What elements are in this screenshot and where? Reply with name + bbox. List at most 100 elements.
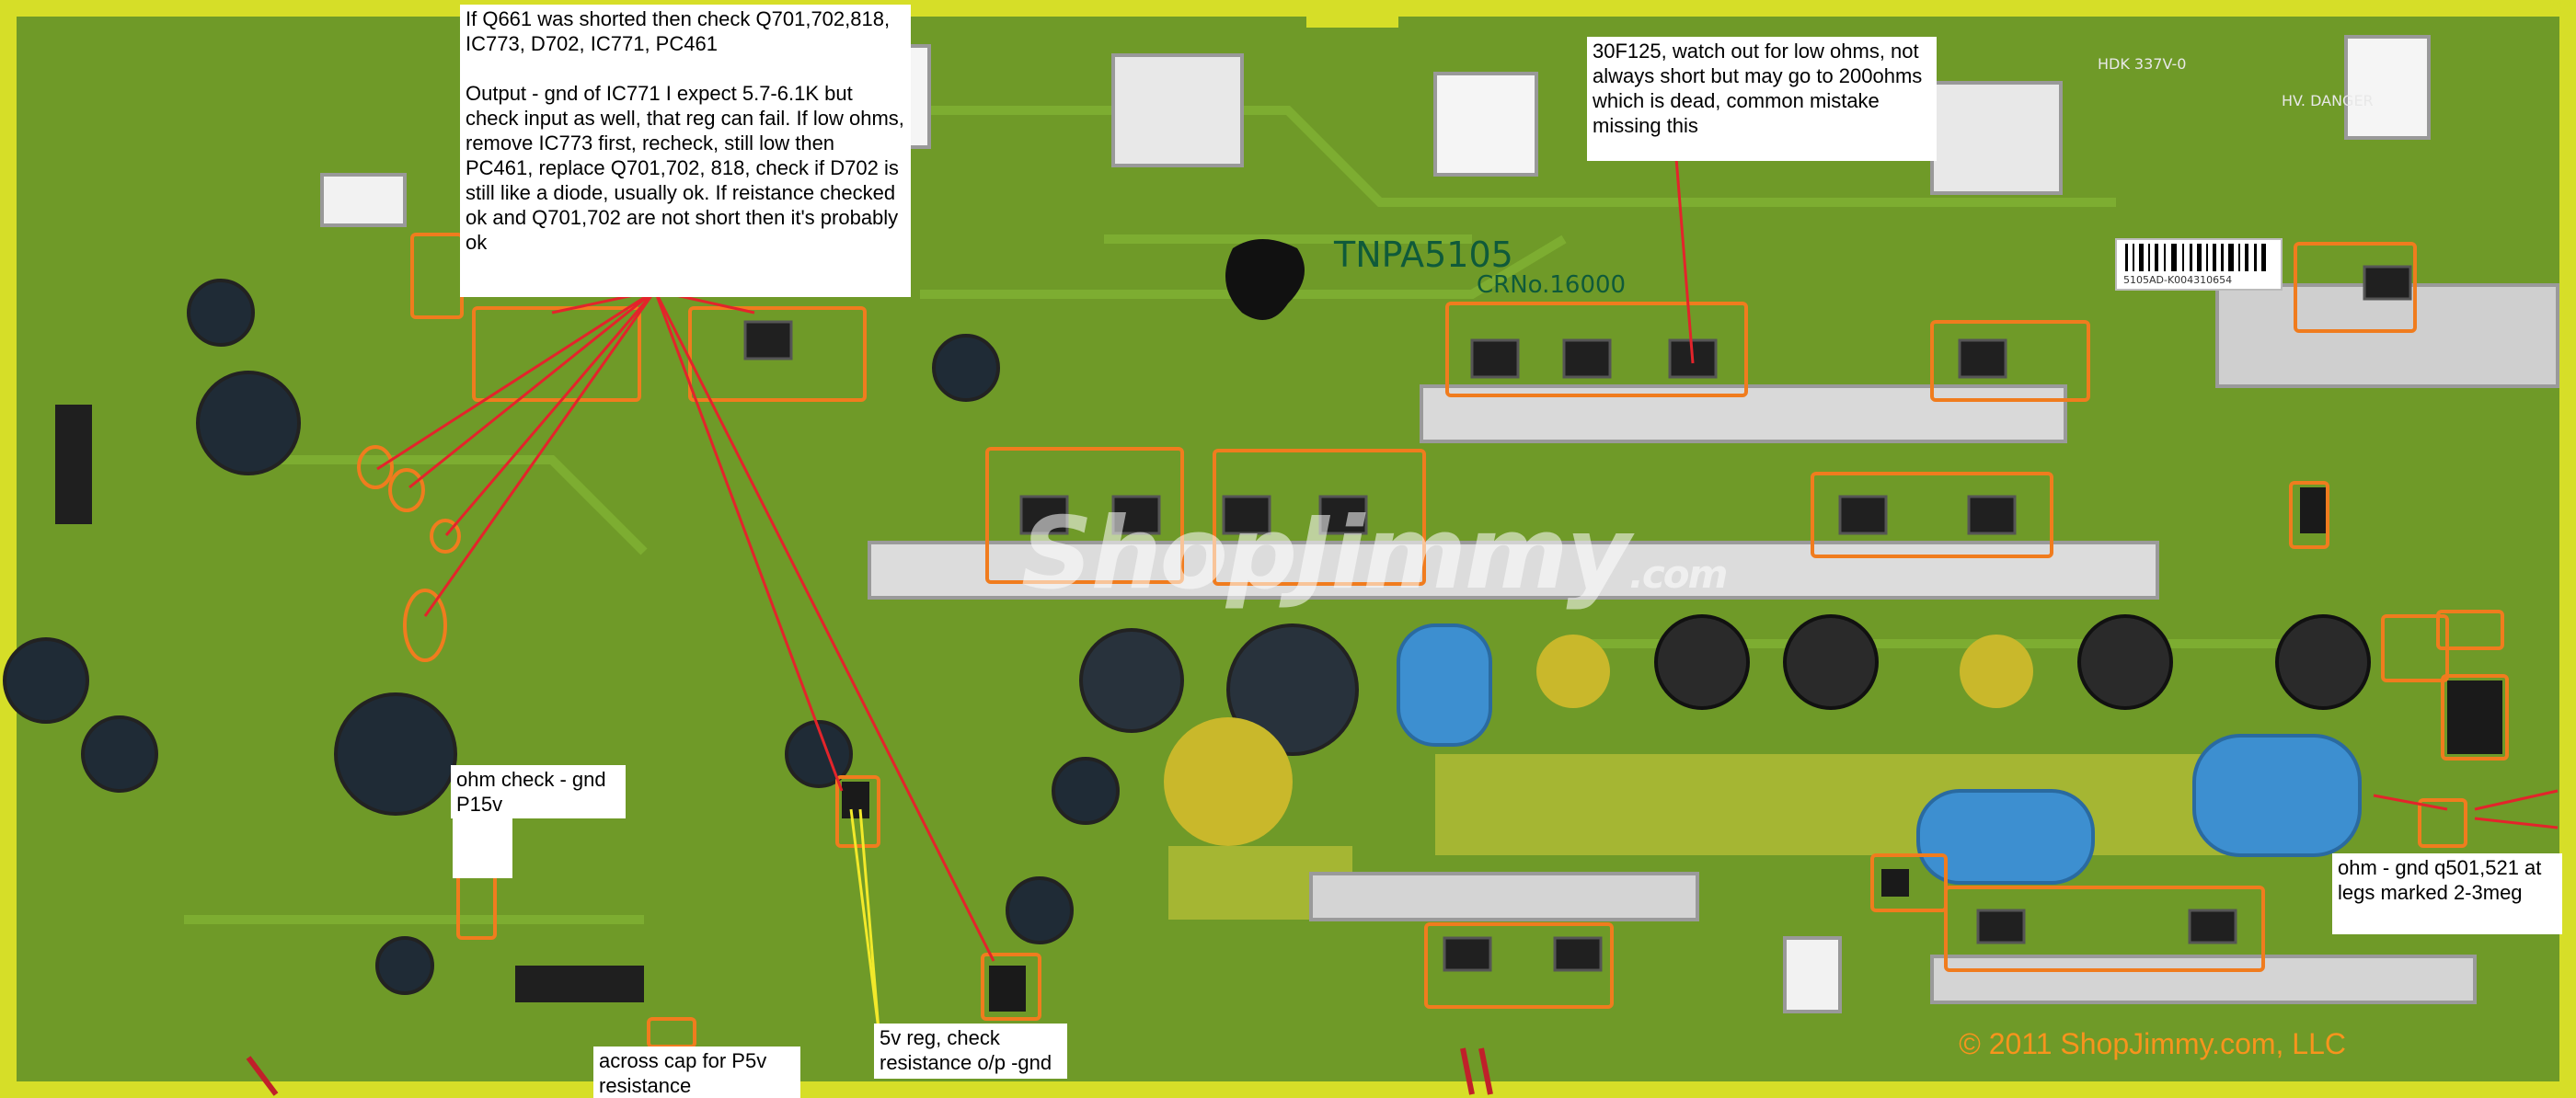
barcode-number: 5105AD-K004310654 [2123,274,2233,286]
note-p5v: across cap for P5v resistance [593,1047,800,1098]
film-capacitors [1397,623,2362,885]
pcb-yellow-notch [1306,0,1398,28]
transistor [1443,936,1492,972]
pcb-yellow-zone [1435,754,2263,855]
watermark-suffix: .com [1628,552,1728,597]
connector [1111,53,1244,167]
red-arrow-line [423,290,657,617]
copyright-text: © 2011 ShopJimmy.com, LLC [1959,1027,2346,1060]
pcb-crno-label: CRNo.16000 [1477,271,1627,299]
ic [989,966,1026,1012]
yellow-pad [1960,635,2033,708]
transistor [2363,265,2412,301]
connector [2344,35,2431,140]
inductor [1783,614,1879,710]
note-q661-line1: If Q661 was shorted then check Q701,702,… [466,7,891,55]
note-q661: If Q661 was shorted then check Q701,702,… [460,5,911,297]
yellow-pad [1164,717,1293,846]
transistor [1111,495,1161,535]
highlight-box [1870,853,1948,912]
film-capacitor [1916,789,2095,885]
highlight-box [2441,674,2509,761]
highlight-box [1930,320,2090,402]
heatsink-lower-right [1930,955,2477,1004]
highlight-circle [357,445,394,489]
capacitor [81,715,158,793]
highlight-box [688,306,867,402]
transistor [1470,338,1520,379]
capacitors [3,279,1359,995]
black-glue-blob [1225,239,1305,320]
note-p15v-patch [453,818,512,878]
heatsink-lower-left [1309,872,1699,921]
highlight-boxes [357,233,2509,1048]
capacitor [334,692,457,816]
red-ink-mark [246,1056,279,1096]
connector [1930,81,2063,195]
connector [320,173,407,227]
connector [515,966,644,1002]
red-arrow-line [376,289,656,471]
note-30f125: 30F125, watch out for low ohms, not alwa… [1587,37,1937,161]
transistor [1553,936,1603,972]
capacitor [1079,628,1184,733]
watermark-name: ShopJimmy [1021,497,1631,612]
transistor [1838,495,1888,535]
connector [1783,936,1842,1013]
transistor [1318,495,1368,535]
highlight-box [835,775,880,848]
connectors [55,35,2431,1013]
highlight-box [981,953,1041,1021]
capacitor [932,334,1000,402]
note-q661-line2: Output - gnd of IC771 I expect 5.7-6.1K … [466,82,904,254]
red-arrow-line [2474,789,2559,811]
transistor [743,320,793,360]
barcode-bars [2125,244,2266,271]
watermark: ShopJimmy.com [1021,497,1728,612]
film-capacitor [2192,734,2362,857]
capacitor [375,936,434,995]
highlight-box [1445,302,1748,397]
transistor [1958,338,2007,379]
connector [1433,72,1538,177]
ic [2447,681,2502,754]
transistor [2188,909,2237,944]
highlight-circle [430,519,461,554]
red-arrow-line [653,290,844,792]
capacitor [1006,876,1074,944]
ic [842,782,869,818]
red-arrow-line [2373,794,2448,811]
highlight-box [2436,610,2504,650]
highlight-box [2289,481,2329,549]
yellow-arrow-line [858,808,880,1031]
integrated-circuits [842,487,2502,1012]
yellow-arrows [849,808,880,1031]
red-arrow-line [444,290,657,536]
highlight-circle [403,589,447,662]
highlight-box [472,306,641,402]
highlight-box [1213,449,1426,586]
red-ink-mark [1460,1047,1493,1095]
inductor [2275,614,2371,710]
capacitor [187,279,255,347]
pcb-hv-warning: HV. DANGER [2282,92,2374,109]
highlight-circle [388,468,425,512]
connector [55,405,92,524]
transistor [1562,338,1612,379]
capacitor [196,371,301,475]
highlight-box [2294,242,2417,333]
capacitor [1226,623,1359,756]
power-transistors [743,265,2412,972]
inductors [1654,614,2371,710]
note-5v-reg: 5v reg, check resistance o/p -gnd [874,1024,1067,1079]
pcb-traces [184,106,2300,924]
highlight-box [985,447,1184,584]
inductor [2077,614,2173,710]
transistor [1976,909,2026,944]
red-arrow-line [653,290,995,962]
barcode-label [2115,238,2283,291]
highlight-box [1811,472,2053,558]
highlight-box [2418,798,2467,848]
